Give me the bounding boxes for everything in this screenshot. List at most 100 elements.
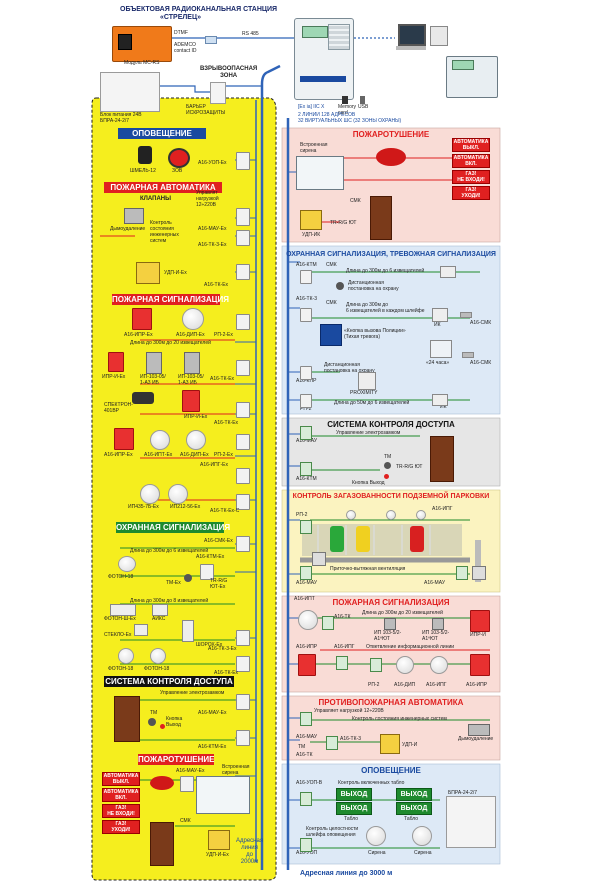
a16-tk-ex-device-4[interactable] — [236, 402, 250, 418]
a16-tk3-ex-device[interactable] — [236, 230, 250, 246]
ext-control-panel-left[interactable] — [196, 776, 250, 814]
foton18-device-3[interactable] — [150, 648, 166, 664]
a16-ipg2-right-device[interactable] — [336, 656, 348, 670]
auto-off-board-left: АВТОМАТИКА ВЫКЛ. — [102, 772, 140, 786]
a16-tk-ex-device-5[interactable] — [236, 656, 250, 672]
foton18-device-2[interactable] — [118, 648, 134, 664]
udp-i-ex-device[interactable] — [136, 262, 160, 284]
a16-ipg3-right-device[interactable] — [430, 656, 448, 674]
siren-right-2[interactable] — [412, 826, 432, 846]
siren-right-1[interactable] — [366, 826, 386, 846]
len20-left: Длина до 300м до 20 извещателей — [130, 340, 211, 346]
gas-sensor-1[interactable] — [346, 510, 356, 520]
smk3-right-label: СМК — [326, 300, 337, 306]
controller-keypad[interactable] — [328, 24, 350, 50]
udp-i-right-device[interactable] — [380, 734, 400, 754]
udp-i-ex-device-2[interactable] — [208, 830, 230, 850]
ik-detector-2[interactable] — [432, 308, 448, 322]
udp-ik-device[interactable] — [300, 210, 322, 230]
a16-kpr-device[interactable] — [300, 366, 312, 380]
a16-dip-ex-device-2[interactable] — [186, 430, 206, 450]
car-green — [330, 526, 344, 552]
ipr-i-ex-device[interactable] — [108, 352, 124, 372]
a16-mau-right-device[interactable] — [300, 426, 312, 440]
rp2b-right-device[interactable] — [300, 520, 312, 534]
a16-ktm2-right-device[interactable] — [300, 462, 312, 476]
rp2c-right-device[interactable] — [370, 658, 382, 672]
rp2-right-device[interactable] — [300, 394, 312, 408]
ip103b-device[interactable] — [432, 618, 444, 630]
a16-smk2-right-label: А16-СМК — [470, 360, 492, 366]
ipr-i-right-device[interactable] — [470, 610, 490, 632]
a16-dip-right-device[interactable] — [396, 656, 414, 674]
a16-mau4-right-device[interactable] — [300, 712, 312, 726]
a16-mau4-right-label: А16-МАУ — [296, 734, 318, 740]
a16-tkc-device[interactable] — [236, 494, 250, 510]
bpra-box[interactable] — [446, 796, 496, 848]
a16-uop-ex-device[interactable] — [236, 152, 250, 170]
gas-sensor-2[interactable] — [386, 510, 396, 520]
a16-tk3-ex-device-2[interactable] — [236, 630, 250, 646]
a16-mau-ex-device-2[interactable] — [236, 694, 250, 710]
proximity-label: PROXIMITY — [350, 390, 378, 396]
a16-ktm-right-device[interactable] — [300, 270, 312, 284]
a16-mau2-right-device[interactable] — [300, 566, 312, 580]
a16-uop-right-device[interactable] — [300, 792, 312, 806]
rp2-ex-device-2[interactable] — [236, 434, 250, 450]
ip103-device-1[interactable] — [146, 352, 162, 374]
proximity-reader[interactable] — [358, 372, 376, 390]
psu-label: Блок питания 24В БПРА-24-2/7 — [100, 112, 142, 124]
a16-ipt-right-device[interactable] — [298, 610, 318, 630]
a16-tk-ex-device-1[interactable] — [236, 264, 250, 280]
ik-detector-3[interactable] — [432, 394, 448, 406]
trrg2-right-label: TR-R/G ЮТ — [396, 464, 423, 470]
a16-ipt-ex-device[interactable] — [150, 430, 170, 450]
a16-tk3b-right-device[interactable] — [326, 736, 338, 750]
a16-mau-ex-device-3[interactable] — [180, 776, 194, 792]
a16-mau-ex-device[interactable] — [236, 208, 250, 226]
exit-button-right[interactable] — [384, 474, 389, 479]
a16-mau3-right-device[interactable] — [456, 566, 468, 580]
a16-tk-ex-device-2[interactable] — [236, 360, 250, 376]
steklo-device[interactable] — [134, 624, 148, 636]
psu-box[interactable] — [100, 72, 160, 112]
a16-ipr-ex-device-2[interactable] — [114, 428, 134, 450]
foton18-device-1[interactable] — [118, 556, 136, 572]
tm-ex-icon — [184, 574, 192, 582]
a16-tk3-right-device[interactable] — [300, 308, 312, 322]
ipr-i-ex-device-2[interactable] — [182, 390, 200, 412]
a16-tk-right-device[interactable] — [322, 616, 334, 630]
a16-uop2-right-device[interactable] — [300, 838, 312, 852]
police-call-button[interactable] — [320, 324, 342, 346]
a16-ipr-ex-device-1[interactable] — [132, 308, 152, 330]
exit-button-left-icon[interactable] — [160, 724, 165, 729]
ext-control-panel-right[interactable] — [296, 156, 344, 190]
ip212-device[interactable] — [168, 484, 188, 504]
rs485-label: RS 485 — [242, 31, 259, 37]
a16-ipr-right-device[interactable] — [298, 654, 316, 676]
shoroh-device[interactable] — [182, 620, 194, 642]
ik-detector-1[interactable] — [440, 266, 456, 278]
gas-sensor-3[interactable] — [416, 510, 426, 520]
a16-smk-ex-device[interactable] — [236, 536, 250, 552]
ip103-device-2[interactable] — [184, 352, 200, 374]
a16-ipt-ex-label: А16-ИПТ-Ex — [144, 452, 173, 458]
a16-ipr2-right-device[interactable] — [470, 654, 490, 676]
vent-fan-icon-2 — [472, 566, 486, 580]
door-left-access[interactable] — [114, 696, 140, 742]
a16-ktm-ex-device[interactable] — [200, 564, 214, 580]
door-right-ext[interactable] — [370, 196, 392, 240]
a16-dip-ex-device-1[interactable] — [182, 308, 204, 330]
aniks-device[interactable] — [152, 604, 168, 616]
barrier-box[interactable] — [210, 82, 226, 104]
foton-sh-device[interactable] — [110, 604, 136, 616]
rp2-ex-device-1[interactable] — [236, 314, 250, 330]
ip103a-device[interactable] — [384, 618, 396, 630]
ip435-device[interactable] — [140, 484, 160, 504]
h24-device[interactable] — [430, 340, 452, 358]
door-left-ext[interactable] — [150, 822, 174, 866]
a16-ipg-ex-device[interactable] — [236, 468, 250, 484]
door-right-access[interactable] — [430, 436, 454, 482]
a16-ktm-ex-device-2[interactable] — [236, 730, 250, 746]
spektron-device[interactable] — [132, 392, 154, 404]
